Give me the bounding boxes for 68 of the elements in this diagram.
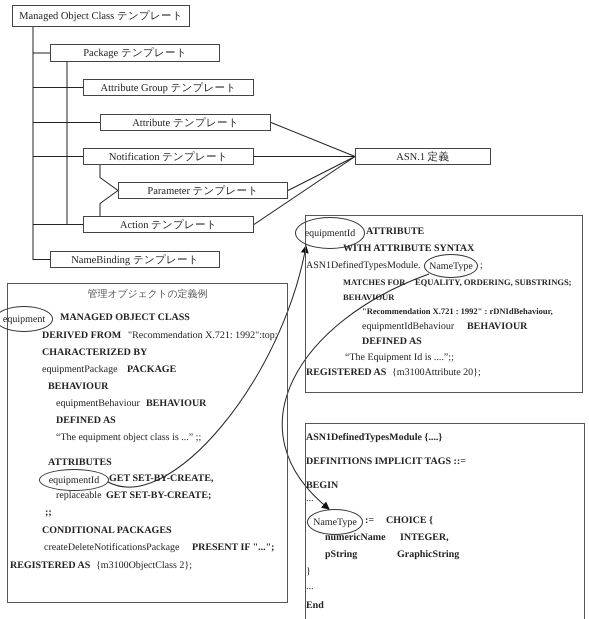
code-text: “The Equipment Id is ....”;; [345,351,454,365]
code-text: REGISTERED AS [306,366,386,380]
code-text: replaceable [56,489,102,503]
connector-line [66,62,84,225]
code-text: ;; [45,506,52,520]
code-text: {m3100Attribute 20}; [392,366,481,380]
code-text: CHARACTERIZED BY [42,346,148,360]
connector-line [100,190,118,216]
code-text: BEHAVIOUR [48,380,108,394]
code-text: CONDITIONAL PACKAGES [42,524,172,538]
code-text: ATTRIBUTE [366,225,424,239]
code-text: DEFINED AS [362,335,422,349]
code-text: ... [306,580,314,594]
connector-line [270,122,356,157]
code-text: equipmentIdBehaviour [362,320,454,334]
code-text: MATCHES FOR [343,276,406,289]
template-box: Action テンプレート [83,216,254,233]
code-text: BEHAVIOUR [467,320,528,334]
template-box: ASN.1 定義 [355,148,491,165]
code-text: REGISTERED AS [10,559,90,573]
code-text: DEFINITIONS IMPLICIT TAGS ::= [306,455,466,469]
template-box: Managed Object Class テンプレート [12,5,190,27]
code-text: equipmentPackage [42,363,118,377]
box-heading: 管理オブジェクトの定義例 [86,288,208,302]
code-text: ATTRIBUTES [48,456,112,470]
code-text: “The equipment object class is ...” ;; [56,431,202,445]
code-text: DEFINED AS [56,414,116,428]
connector-line [32,26,50,260]
code-text: EQUALITY, ORDERING, SUBSTRINGS; [415,276,572,289]
code-text: ASN1DefinedTypesModule. [306,259,421,273]
highlight-ellipse: equipmentId [39,469,109,491]
connector-line [288,156,356,191]
connector-line [100,164,118,191]
code-text: ; [480,259,483,273]
template-box: Package テンプレート [50,44,220,62]
code-text: pString [325,548,358,562]
code-text: CHOICE { [386,514,434,528]
code-text: MANAGED OBJECT CLASS [60,311,190,325]
template-box: Attribute Group テンプレート [83,79,254,96]
code-text: PACKAGE [127,363,176,377]
code-text: "Recommendation X.721 : 1992" : rDNIdBehaviour, [362,305,553,318]
code-text: GraphicString [397,548,460,562]
code-text: BEGIN [306,479,338,493]
code-box [305,215,583,393]
template-box: NameBinding テンプレート [50,251,220,268]
arrow [282,274,430,510]
code-text: } [306,565,311,579]
code-text: End [306,599,324,613]
highlight-ellipse: NameType [424,254,478,278]
code-text: "Recommendation X.721: 1992":top; [128,329,278,343]
code-text: := [365,514,374,528]
code-text: DERIVED FROM [42,329,122,343]
code-text: INTEGER, [400,531,449,545]
code-text: ASN1DefinedTypesModule {....} [306,431,442,445]
code-text: BEHAVIOUR [146,397,206,411]
code-text: ... [306,492,314,506]
connector-line [254,156,356,225]
arrow [108,245,308,488]
template-box: Notification テンプレート [83,148,254,165]
connector-line [254,156,356,157]
template-box: Parameter テンプレート [118,182,288,199]
template-box: Attribute テンプレート [100,114,271,131]
code-text: equipmentBehaviour [56,397,140,411]
code-text: PRESENT IF "..."; [192,541,275,555]
code-box [305,423,585,619]
code-text: GET SET-BY-CREATE; [106,489,212,503]
code-text: {m3100ObjectClass 2}; [96,559,192,573]
code-text: createDeleteNotificationsPackage [44,541,180,555]
